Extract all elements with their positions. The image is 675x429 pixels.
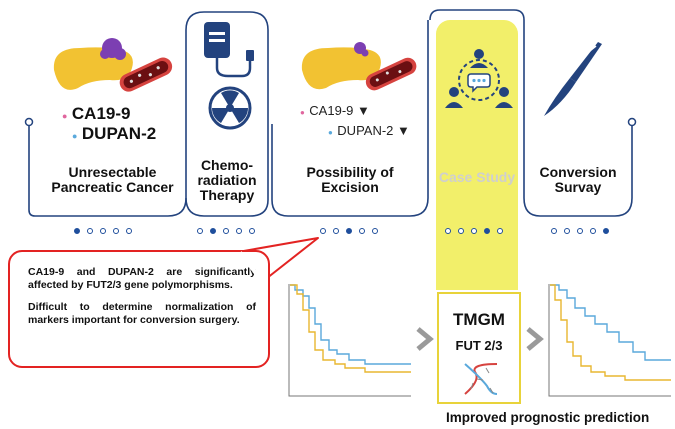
step-dot: [458, 228, 464, 234]
stage-dots-2: [197, 228, 255, 234]
marker-ca199: ● CA19-9: [62, 104, 131, 123]
frame-chemo: [185, 11, 269, 217]
step-dot: [197, 228, 203, 234]
step-dot: [577, 228, 583, 234]
pancreas-reduced-tumor-icon: [301, 42, 417, 91]
step-dot: [74, 228, 80, 234]
step-dot: [223, 228, 229, 234]
step-dot: [346, 228, 352, 234]
step-dot: [87, 228, 93, 234]
stage-dots-5: [551, 228, 609, 234]
tmgm-panel: TMGM FUT 2/3: [437, 292, 521, 404]
step-dot: [100, 228, 106, 234]
stage-label-excision: Possibility of Excision: [306, 164, 394, 195]
survival-curve-after: [548, 284, 671, 397]
frame-end-left: [24, 117, 34, 127]
marker-ca199-decreased: ● CA19-9 ▼: [300, 103, 370, 118]
step-dot: [236, 228, 242, 234]
dna-helix-icon: [464, 363, 498, 395]
footer-caption: Improved prognostic prediction: [446, 410, 650, 425]
stage-label-case-study: Case Study: [438, 169, 516, 185]
stage-dots-3: [320, 228, 378, 234]
frame-case: [429, 9, 525, 198]
pink-dot-icon: ●: [62, 111, 68, 121]
stage-label-chemo: Chemo-radiation Therapy: [197, 157, 257, 203]
step-dot: [249, 228, 255, 234]
step-dot: [590, 228, 596, 234]
scalpel-icon: [544, 42, 602, 116]
step-dot: [320, 228, 326, 234]
frame-unresectable: [28, 124, 187, 217]
pancreas-tumor-icon: [53, 38, 173, 92]
iv-bag-icon: [204, 22, 254, 78]
arrow-right-icon: [526, 327, 544, 351]
stage-label-unresectable: Unresectable Pancreatic Cancer: [51, 164, 174, 195]
step-dot: [603, 228, 609, 234]
step-dot: [372, 228, 378, 234]
marker-dupan2-decreased: ● DUPAN-2 ▼: [328, 123, 410, 138]
radiation-icon: [208, 86, 252, 130]
pink-dot-icon: ●: [300, 108, 305, 117]
step-dot: [564, 228, 570, 234]
arrow-right-icon: [416, 327, 434, 351]
frame-excision: [271, 20, 429, 217]
step-dot: [484, 228, 490, 234]
step-dot: [113, 228, 119, 234]
step-dot: [551, 228, 557, 234]
survival-curve-before: [288, 284, 411, 397]
tmgm-title: TMGM: [453, 310, 505, 329]
step-dot: [126, 228, 132, 234]
stage-label-conversion: Conversion Survay: [539, 164, 617, 195]
step-dot: [333, 228, 339, 234]
frame-conversion: [523, 124, 633, 217]
note-line-1: CA19-9 and DUPAN-2 are significantly aff…: [28, 266, 256, 291]
blue-dot-icon: ●: [72, 131, 78, 141]
marker-dupan2: ● DUPAN-2: [72, 124, 157, 143]
blue-dot-icon: ●: [328, 128, 333, 137]
step-dot: [210, 228, 216, 234]
callout-note: CA19-9 and DUPAN-2 are significantly aff…: [8, 250, 270, 368]
tmgm-subtitle: FUT 2/3: [455, 338, 503, 353]
step-dot: [471, 228, 477, 234]
note-line-2: Difficult to determine normalization of …: [28, 301, 256, 326]
frame-end-right: [627, 117, 637, 127]
step-dot: [445, 228, 451, 234]
stage-dots-4: [445, 228, 503, 234]
stage-dots-1: [74, 228, 132, 234]
step-dot: [497, 228, 503, 234]
step-dot: [359, 228, 365, 234]
group-discussion-icon: [445, 49, 513, 108]
